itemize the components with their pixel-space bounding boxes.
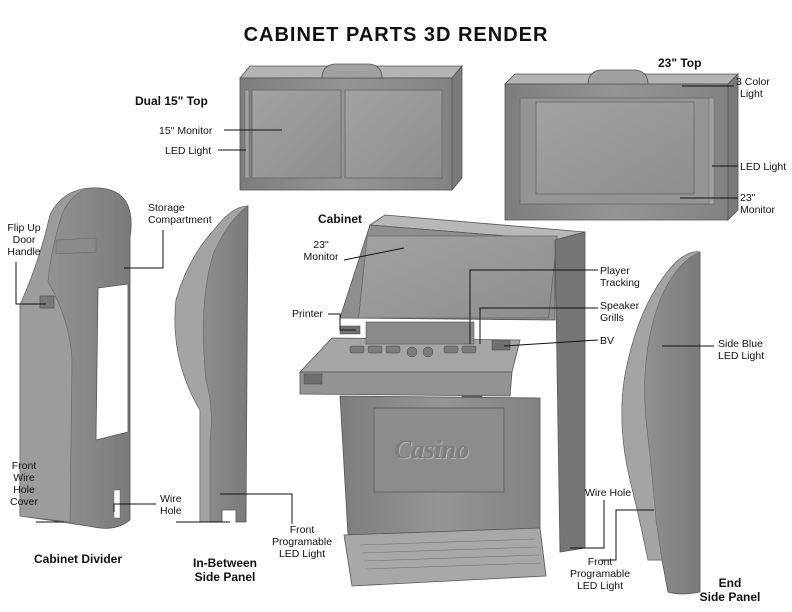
between-heading-1: In-Between	[192, 556, 257, 570]
dual-top-monitor-label: 15" Monitor	[159, 125, 213, 137]
dual-15-top	[239, 63, 463, 192]
bv-label: BV	[600, 335, 615, 347]
speaker-label-1: Speaker	[600, 300, 640, 312]
between-wire-label-2: Hole	[160, 505, 182, 517]
between-led-label-1: Front	[289, 524, 315, 536]
wire-cover-label-1: Front	[11, 460, 37, 472]
dual-top-heading: Dual 15" Top	[135, 94, 208, 108]
wire-cover-label-3: Hole	[13, 484, 35, 496]
flip-handle-icon	[39, 295, 55, 309]
handle-label-2: Door	[12, 234, 36, 246]
callout-lines	[15, 85, 738, 561]
end-led-label-3: LED Light	[576, 580, 624, 592]
single-top-heading: 23" Top	[658, 56, 702, 70]
player-tracking-label-2: Tracking	[600, 277, 640, 289]
end-side-panel	[621, 251, 702, 595]
handle-label-3: Handle	[7, 246, 41, 258]
between-led-label-2: Programable	[271, 536, 333, 548]
end-led-label-1: Front	[587, 556, 613, 568]
three-color-label-1: 3 Color	[736, 76, 770, 88]
wire-cover-label-4: Cover	[9, 496, 38, 508]
cabinet-monitor-label-1: 23"	[313, 239, 329, 251]
storage-label-2: Compartment	[148, 214, 212, 226]
end-wire-hole-label: Wire Hole	[585, 487, 632, 499]
single-top-monitor-label-1: 23"	[740, 192, 756, 204]
cabinet-heading: Cabinet	[318, 212, 363, 226]
bill-validator-icon	[491, 339, 511, 351]
in-between-side-panel	[174, 205, 249, 523]
divider-storage-opening	[95, 283, 129, 441]
player-tracking-label-1: Player	[600, 265, 630, 277]
single-top-led-label: LED Light	[740, 161, 787, 173]
side-led-label-1: Side Blue	[718, 338, 763, 350]
end-heading-1: End	[718, 576, 742, 590]
between-heading-2: Side Panel	[194, 570, 256, 584]
three-color-light-icon	[587, 69, 649, 85]
divider-heading: Cabinet Divider	[34, 552, 123, 566]
printer-label: Printer	[292, 308, 323, 320]
handle-label-1: Flip Up	[7, 222, 41, 234]
end-led-label-2: Programable	[569, 568, 631, 580]
three-color-label-2: Light	[740, 88, 763, 100]
dual-top-light-icon	[321, 63, 383, 79]
cabinet-monitor-label-2: Monitor	[303, 251, 339, 263]
end-heading-2: Side Panel	[699, 590, 761, 604]
between-led-label-3: LED Light	[278, 548, 326, 560]
page-title: CABINET PARTS 3D RENDER	[243, 24, 549, 46]
between-wire-label-1: Wire	[160, 493, 182, 505]
casino-embossed-text: Casino	[394, 435, 470, 464]
button-panel-icon	[349, 345, 477, 358]
cabinet-divider	[19, 187, 132, 529]
dual-top-led-label: LED Light	[165, 145, 212, 157]
cabinet	[299, 214, 586, 587]
single-23-top	[504, 69, 739, 221]
wire-cover-label-2: Wire	[13, 472, 35, 484]
single-top-monitor-label-2: Monitor	[740, 204, 776, 216]
speaker-label-2: Grills	[600, 312, 624, 324]
side-led-label-2: LED Light	[718, 350, 765, 362]
storage-label-1: Storage	[148, 202, 185, 214]
